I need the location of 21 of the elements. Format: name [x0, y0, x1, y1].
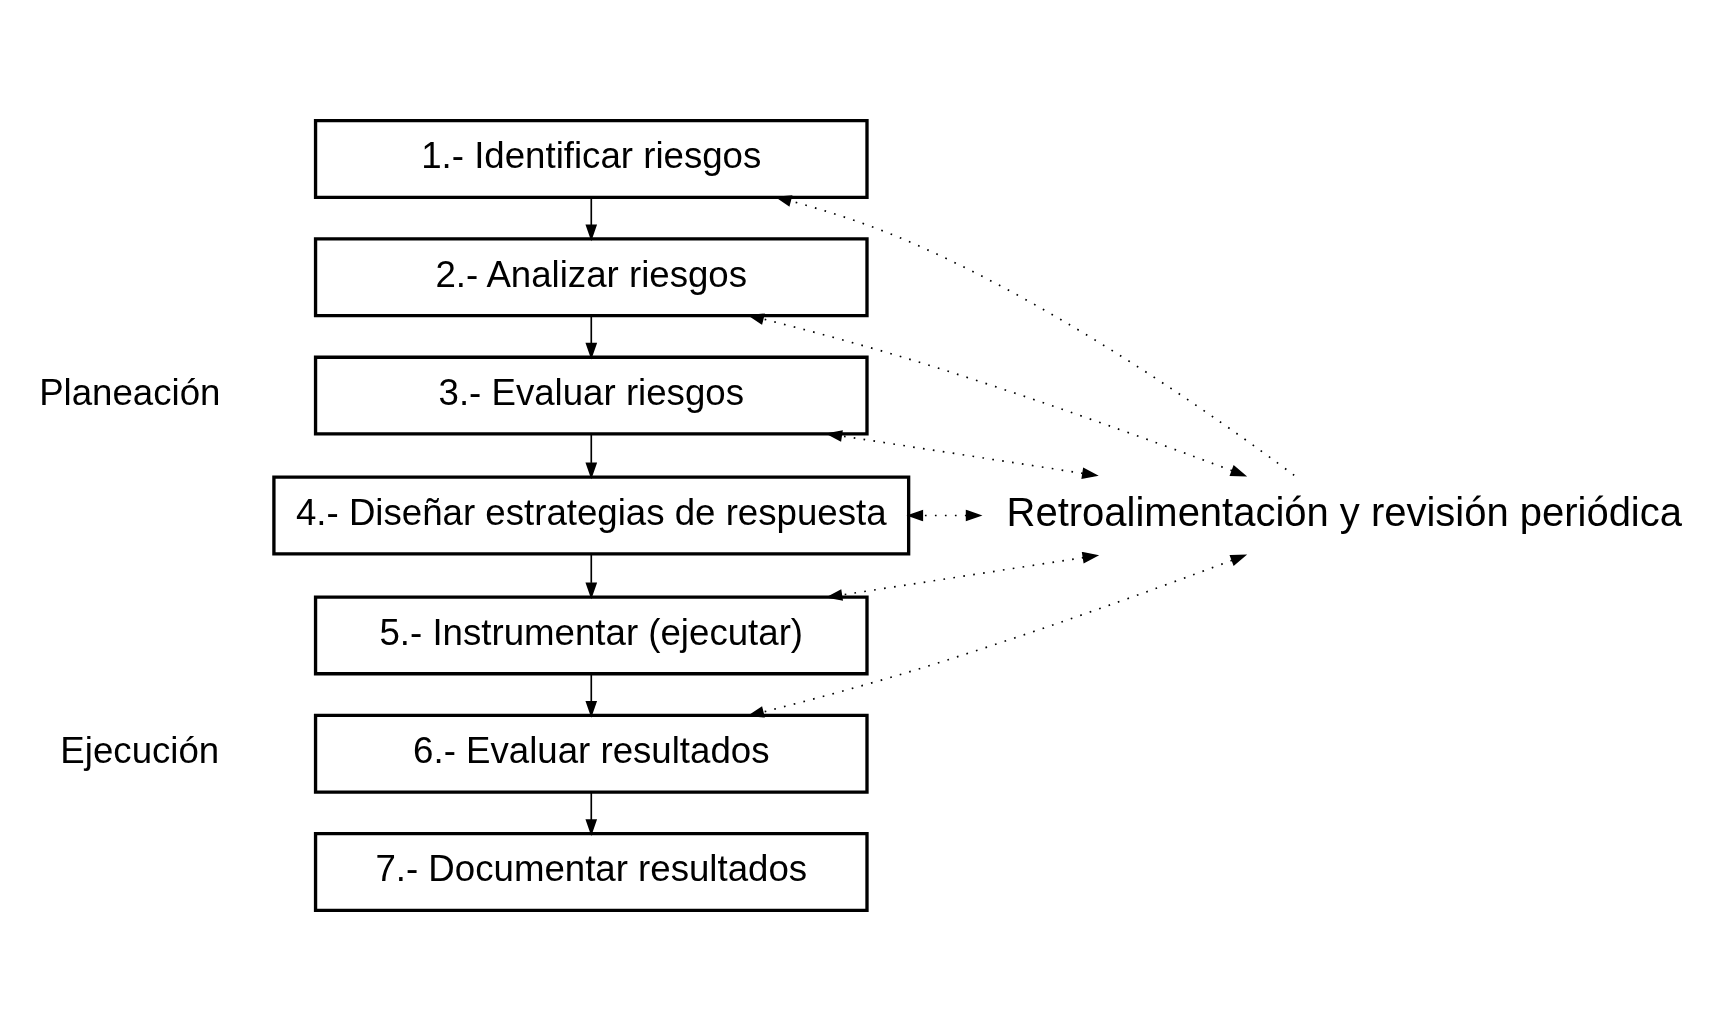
arrow — [825, 429, 1099, 479]
node-text: Retroalimentación y revisión periódica — [1006, 489, 1682, 534]
node-box: 5.- Instrumentar (ejecutar) — [313, 594, 869, 675]
node-box: 7.- Documentar resultados — [313, 831, 869, 912]
arrow — [585, 672, 598, 718]
arrow — [585, 791, 598, 836]
arrow — [906, 509, 983, 521]
node-box: 1.- Identificar riesgos — [313, 118, 869, 199]
label: Ejecución — [60, 729, 220, 771]
arrow — [585, 552, 598, 599]
node-box: 2.- Analizar riesgos — [313, 236, 869, 317]
arrow — [825, 551, 1100, 601]
arrow — [747, 554, 1248, 718]
arrow — [585, 314, 598, 359]
node-box: 4.- Diseñar estrategias de respuesta — [272, 475, 911, 555]
arrow — [585, 432, 598, 479]
arrow — [585, 196, 598, 241]
label: Planeación — [39, 371, 221, 413]
arrow — [747, 312, 1248, 476]
node-box: 6.- Evaluar resultados — [313, 713, 869, 794]
node-box: 3.- Evaluar riesgos — [313, 355, 869, 436]
